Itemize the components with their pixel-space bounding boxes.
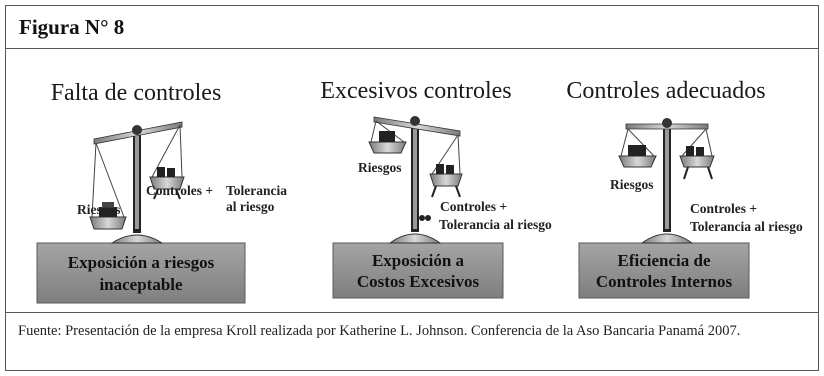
label-controles-1: Controles + [146, 183, 213, 198]
base-text-2a: Exposición a [372, 251, 465, 270]
label-tolerancia-1: Tolerancia [226, 183, 287, 198]
label-tolerancia-2: Tolerancia al riesgo [439, 217, 552, 232]
balance-scale-1 [89, 121, 185, 244]
label-controles-2: Controles + [440, 199, 507, 214]
base-text-3b: Controles Internos [596, 272, 733, 291]
figure-footer: Fuente: Presentación de la empresa Kroll… [6, 312, 818, 370]
label-controles-3: Controles + [690, 201, 757, 216]
figure-label: Figura N° 8 [19, 15, 125, 39]
panel-falta-de-controles: Falta de controles Exposición a riesgos … [36, 80, 287, 304]
base-text-2b: Costos Excesivos [357, 272, 480, 291]
label-riesgos-3: Riesgos [610, 177, 654, 192]
source-note: Fuente: Presentación de la empresa Kroll… [18, 323, 741, 339]
label-tolerancia-3: Tolerancia al riesgo [690, 219, 803, 234]
balance-scale-2 [368, 116, 463, 244]
label-al-riesgo-1: al riesgo [226, 199, 275, 214]
figure-frame: Figura N° 8 Falta de controles Ex [5, 5, 819, 371]
panel-controles-adecuados: Controles adecuados Eficiencia de Contro… [566, 78, 803, 299]
base-text-1a: Exposición a riesgos [68, 253, 215, 272]
panel-title-2: Excesivos controles [320, 78, 511, 104]
base-box-2 [332, 242, 504, 299]
balance-diagram-svg: Falta de controles Exposición a riesgos … [36, 78, 803, 304]
balance-diagram: Falta de controles Exposición a riesgos … [6, 49, 818, 312]
base-box-1 [36, 242, 246, 304]
base-text-1b: inaceptable [99, 275, 183, 294]
panel-title-1: Falta de controles [51, 80, 222, 106]
label-riesgos-2: Riesgos [358, 160, 402, 175]
panel-excesivos-controles: Excesivos controles Exposición a Costos … [320, 78, 552, 299]
panel-title-3: Controles adecuados [566, 78, 765, 104]
balance-scale-3 [618, 118, 715, 244]
base-text-3a: Eficiencia de [617, 251, 710, 270]
figure-header: Figura N° 8 [6, 6, 818, 49]
label-riesgos-1: Riesgos [77, 202, 121, 217]
